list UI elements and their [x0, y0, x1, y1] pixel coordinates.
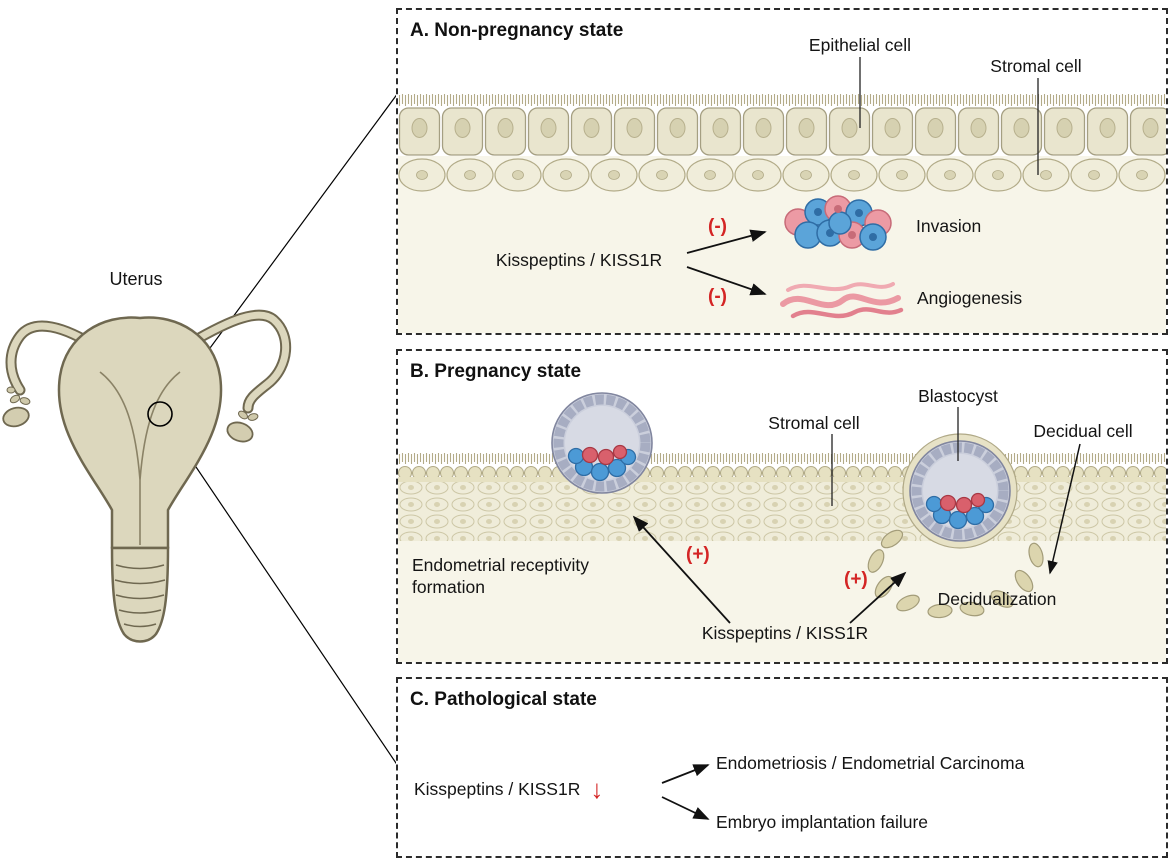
connector-line-bottom: [166, 423, 399, 767]
left-fimbria: [9, 394, 21, 404]
panel-b-pregnancy: B. Pregnancy state Stromal cell Blastocy…: [396, 349, 1168, 664]
zoom-circle: [147, 401, 173, 427]
uterus-label: Uterus: [109, 269, 163, 289]
down-arrow-icon: ↓: [590, 774, 604, 804]
cervix-ridges: [114, 564, 166, 628]
uterus-illustration: [2, 92, 399, 767]
epithelial-layer: [398, 106, 1166, 156]
endometrial-surface: [398, 464, 1166, 482]
stromal-cell-label-b: Stromal cell: [768, 413, 860, 433]
left-fimbria: [19, 397, 31, 405]
blastocyst-free: [552, 393, 652, 493]
uterine-cavity: [99, 371, 181, 545]
left-fimbria: [6, 386, 16, 394]
panel-b-graphics: [398, 351, 1166, 662]
kisspeptins-label-a: Kisspeptins / KISS1R: [495, 250, 663, 270]
outcome-endometriosis-label: Endometriosis / Endometrial Carcinoma: [716, 753, 1025, 773]
endometrial-stroma: [398, 479, 1166, 541]
stromal-layer: [398, 156, 1166, 194]
brush-border: [398, 94, 1166, 107]
angiogenesis-vessels: [780, 282, 904, 319]
decidual-cell-label: Decidual cell: [1033, 421, 1133, 441]
kisspeptins-label-b: Kisspeptins / KISS1R: [701, 623, 869, 643]
inhibit-sign-2: (-): [708, 286, 727, 307]
uterus-drawing: [2, 309, 292, 643]
decidualization-label: Decidualization: [937, 589, 1057, 609]
right-fimbria: [247, 413, 259, 421]
kisspeptins-label-c: Kisspeptins / KISS1R: [414, 778, 581, 799]
right-tube: [178, 311, 290, 412]
panel-a-non-pregnancy: A. Non-pregnancy state Epithelial cell S…: [396, 8, 1168, 335]
receptivity-arrow: [632, 515, 731, 624]
stromal-cell-label: Stromal cell: [990, 56, 1082, 76]
epithelial-cell-label: Epithelial cell: [808, 35, 912, 55]
endometrial-brush-border: [398, 453, 1166, 465]
left-ovary: [2, 406, 30, 428]
cervix: [110, 546, 170, 643]
inhibit-arrow-invasion: [686, 229, 767, 254]
panel-a-title: A. Non-pregnancy state: [410, 20, 624, 41]
inhibit-arrow-angiogenesis: [686, 266, 767, 296]
panel-c-graphics: [661, 764, 710, 820]
outcome-implantation-failure-label: Embryo implantation failure: [716, 812, 929, 832]
invasion-cell-cluster: [784, 195, 892, 251]
blastocyst-label: Blastocyst: [918, 386, 998, 406]
blastocyst-implanting: [910, 441, 1010, 541]
right-fimbria: [238, 410, 248, 420]
decidualization-arrow: [849, 571, 907, 624]
decidual-pointer-arrow: [1047, 443, 1081, 575]
plus-sign-1: (+): [686, 544, 710, 565]
plus-sign-2: (+): [844, 569, 868, 590]
receptivity-label: Endometrial receptivity formation: [412, 555, 590, 597]
left-tube: [7, 322, 102, 394]
kisspeptins-downregulated: Kisspeptins / KISS1R ↓: [414, 774, 604, 804]
outcome-arrow-2: [661, 796, 710, 820]
angiogenesis-label: Angiogenesis: [917, 288, 1023, 308]
outcome-arrow-1: [661, 764, 710, 784]
panel-c-title: C. Pathological state: [410, 689, 597, 710]
panel-c-pathological: C. Pathological state Kisspeptins / KISS…: [396, 677, 1168, 858]
invasion-label: Invasion: [916, 216, 982, 236]
decidual-cells: [867, 529, 1044, 619]
panel-b-title: B. Pregnancy state: [410, 361, 582, 382]
right-ovary: [226, 421, 254, 443]
inhibit-sign-1: (-): [708, 216, 727, 237]
panel-a-graphics: [398, 57, 1166, 333]
